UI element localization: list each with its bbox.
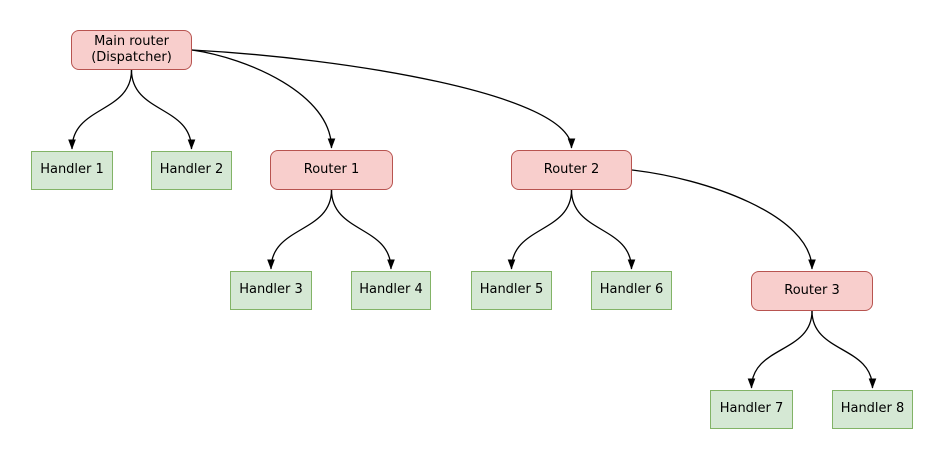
edge-r3-to-h7 [747,310,813,389]
edge-main-to-r2 [191,49,576,149]
node-handler-8[interactable]: Handler 8 [832,390,913,429]
node-router-1[interactable]: Router 1 [270,150,393,190]
node-label: Handler 1 [40,162,104,178]
node-label: Handler 2 [159,162,224,178]
node-router-3[interactable]: Router 3 [751,271,873,311]
node-handler-4[interactable]: Handler 4 [351,271,431,310]
node-label: Handler 5 [479,282,544,298]
node-label: Handler 4 [359,282,423,298]
node-router-2[interactable]: Router 2 [511,150,632,190]
node-label: Router 1 [303,161,360,177]
edge-r2-to-h6 [570,189,636,270]
edge-r3-to-h8 [811,310,877,389]
node-handler-6[interactable]: Handler 6 [591,271,672,310]
edge-main-to-h2 [130,69,196,150]
node-label: Main router (Dispatcher) [91,33,172,65]
edge-r1-to-h4 [330,189,395,270]
node-label: Handler 7 [719,401,784,417]
edge-main-to-h1 [68,69,133,150]
node-handler-2[interactable]: Handler 2 [151,151,232,190]
node-handler-3[interactable]: Handler 3 [230,271,312,310]
node-label: Handler 3 [239,282,303,298]
edge-r1-to-h3 [267,189,333,270]
node-handler-7[interactable]: Handler 7 [710,390,793,429]
edge-main-to-r1 [191,49,336,149]
edge-r2-to-h5 [507,189,573,270]
node-label: Handler 8 [840,401,905,417]
node-label: Router 3 [784,282,840,298]
node-main-router-dispatcher[interactable]: Main router (Dispatcher) [71,30,192,70]
edge-r2-to-r3 [631,169,816,270]
node-label: Handler 6 [599,282,664,298]
node-label: Router 2 [543,161,600,177]
node-handler-1[interactable]: Handler 1 [31,151,113,190]
node-handler-5[interactable]: Handler 5 [471,271,552,310]
